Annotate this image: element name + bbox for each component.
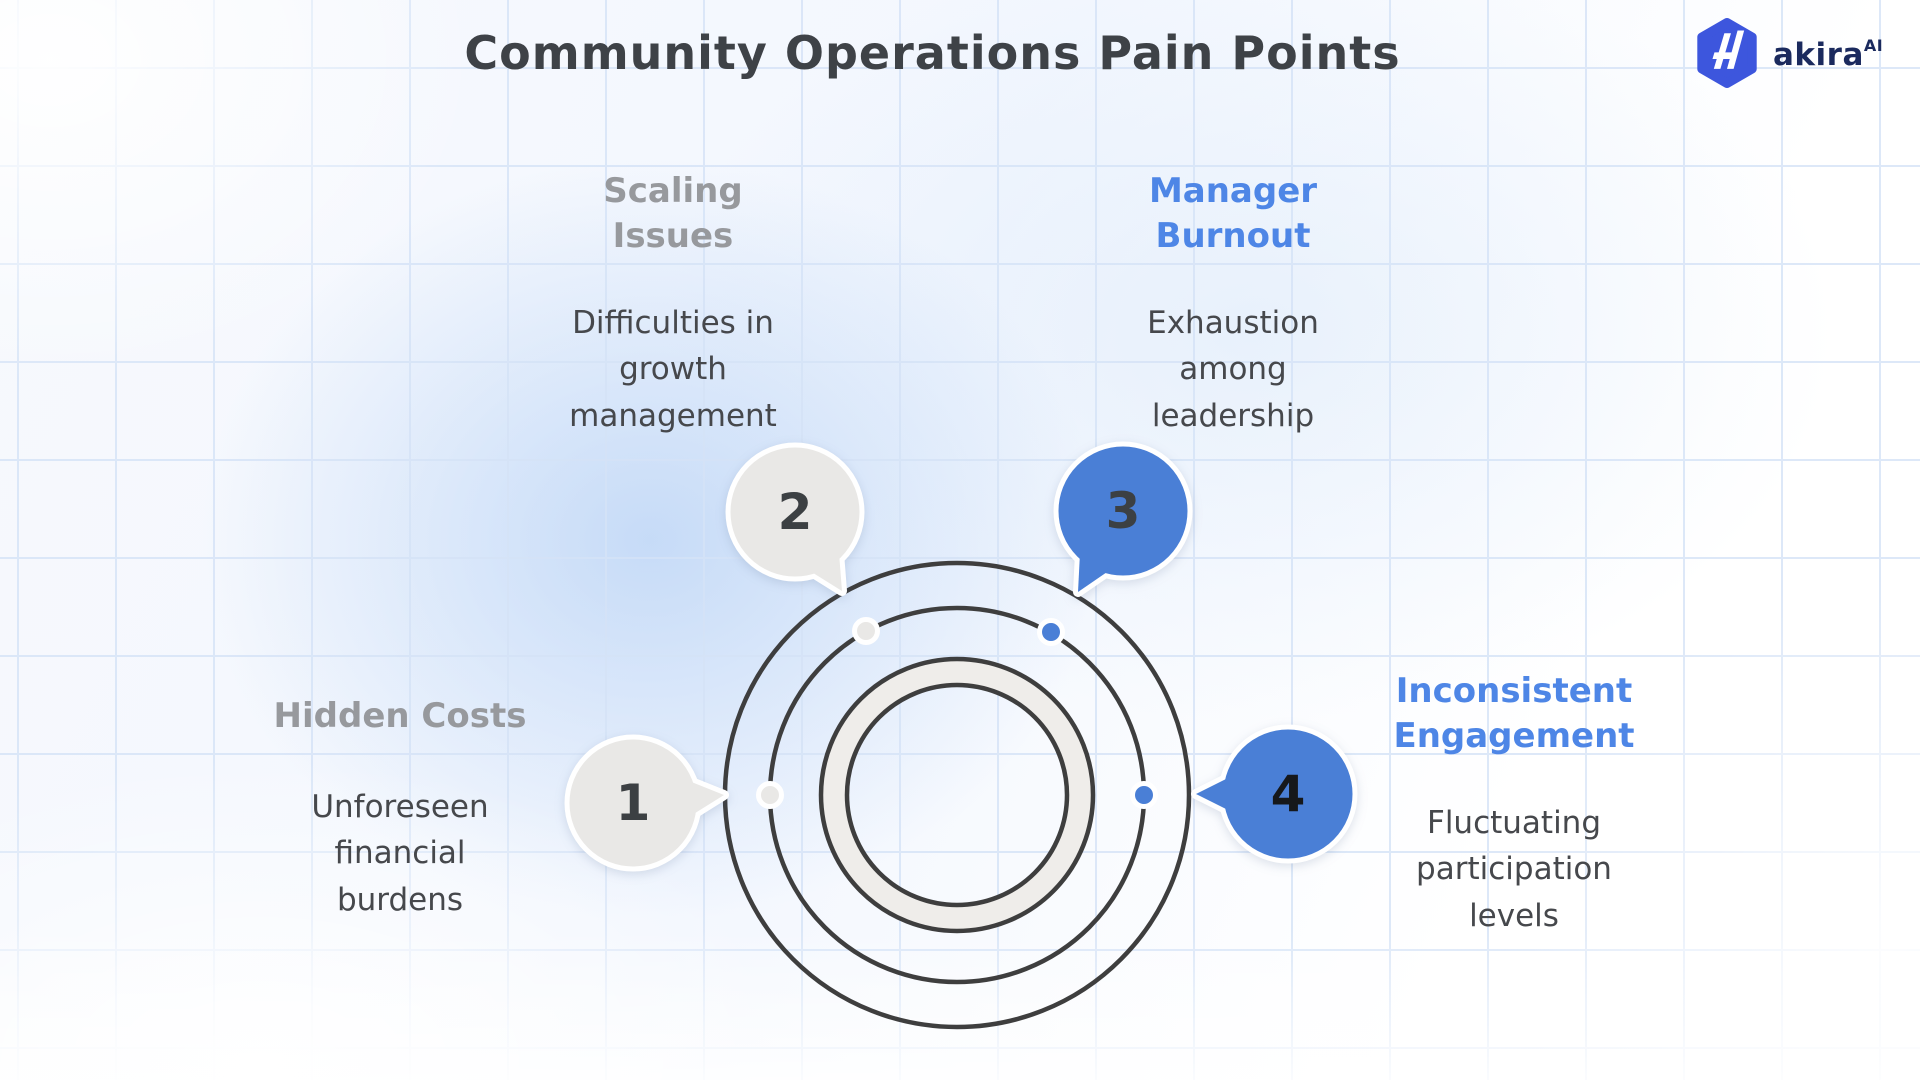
label-hidden-costs: Hidden Costs Unforeseen financial burden… [220, 675, 580, 942]
label-scaling-issues-heading: Scaling Issues [603, 171, 743, 256]
donut-outer-edge [818, 656, 1096, 934]
label-scaling-issues: Scaling Issues Difficulties in growth ma… [493, 150, 853, 458]
label-inconsistent-engagement-description: Fluctuating participation levels [1416, 804, 1612, 934]
label-inconsistent-engagement: Inconsistent Engagement Fluctuating part… [1334, 650, 1694, 958]
orbit-dot-3 [1037, 618, 1065, 646]
bubble-1: 1 [564, 734, 729, 872]
brand-logo: akiraAI [1694, 16, 1883, 90]
bubble-4-number: 4 [1271, 765, 1306, 823]
bubble-2-number: 2 [778, 483, 813, 541]
concentric-rings [722, 560, 1192, 1030]
brand-name: akira [1773, 36, 1864, 73]
brand-superscript: AI [1863, 35, 1884, 55]
bubble-3-number: 3 [1106, 482, 1141, 540]
donut-band [822, 660, 1092, 930]
bubble-3: 3 [1053, 441, 1193, 597]
orbit-dot-1 [756, 781, 784, 809]
bubble-4: 4 [1191, 724, 1358, 864]
label-manager-burnout: Manager Burnout Exhaustion among leaders… [1053, 150, 1413, 458]
bubble-1-number: 1 [616, 774, 651, 832]
page-title: Community Operations Pain Points [464, 26, 1401, 80]
orbit-dot-2 [852, 617, 880, 645]
logo-hexagon-icon [1697, 18, 1757, 88]
label-hidden-costs-heading: Hidden Costs [273, 696, 527, 736]
label-hidden-costs-description: Unforeseen financial burdens [311, 788, 489, 918]
label-inconsistent-engagement-heading: Inconsistent Engagement [1393, 671, 1635, 756]
label-scaling-issues-description: Difficulties in growth management [569, 304, 777, 434]
label-manager-burnout-description: Exhaustion among leadership [1147, 304, 1319, 434]
label-manager-burnout-heading: Manager Burnout [1148, 171, 1318, 256]
donut-inner-edge [844, 682, 1070, 908]
orbit-dot-4 [1130, 781, 1158, 809]
outer-ring [722, 560, 1192, 1030]
bubble-2: 2 [725, 442, 865, 596]
